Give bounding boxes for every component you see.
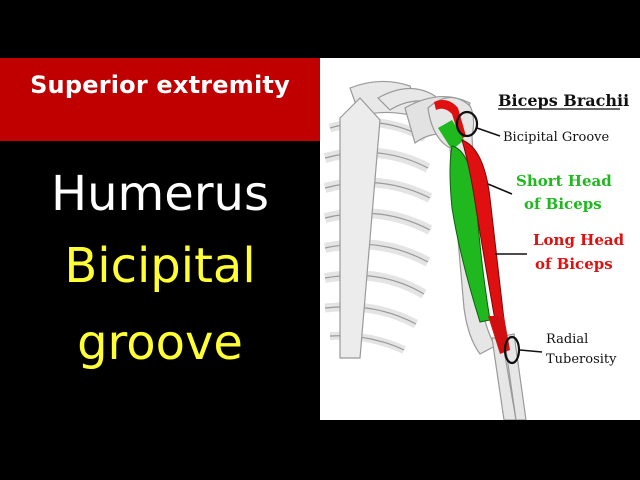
rib-cage [323, 80, 433, 359]
label-bicipital-groove: Bicipital Groove [503, 130, 609, 145]
section-banner: Superior extremity [0, 58, 320, 141]
biceps-illustration: Biceps Brachii Bicipital Groove Short He… [323, 80, 629, 420]
top-black-bar [0, 0, 640, 58]
title-line-groove: groove [77, 315, 243, 371]
biceps-tendon-distal [488, 316, 510, 354]
diagram-heading: Biceps Brachii [498, 91, 629, 110]
short-head-tendon [438, 120, 464, 150]
label-long-head-1: Long Head [533, 231, 625, 249]
section-title: Superior extremity [30, 70, 290, 99]
bicipital-groove-marker [455, 110, 479, 138]
biceps-diagram: Biceps Brachii Bicipital Groove Short He… [320, 58, 640, 420]
label-radial-2: Tuberosity [546, 352, 617, 367]
leader-lines [476, 127, 543, 353]
label-short-head-2: of Biceps [524, 195, 602, 213]
biceps-muscle [434, 100, 510, 354]
title-line-humerus: Humerus [51, 166, 269, 222]
label-radial-1: Radial [546, 332, 588, 347]
title-line-bicipital: Bicipital [64, 238, 256, 294]
label-long-head-2: of Biceps [535, 255, 613, 273]
label-short-head-1: Short Head [516, 172, 612, 190]
bottom-black-bar [0, 420, 640, 480]
title-panel: Humerus Bicipital groove [0, 141, 320, 420]
radial-tuberosity-marker [503, 335, 521, 365]
